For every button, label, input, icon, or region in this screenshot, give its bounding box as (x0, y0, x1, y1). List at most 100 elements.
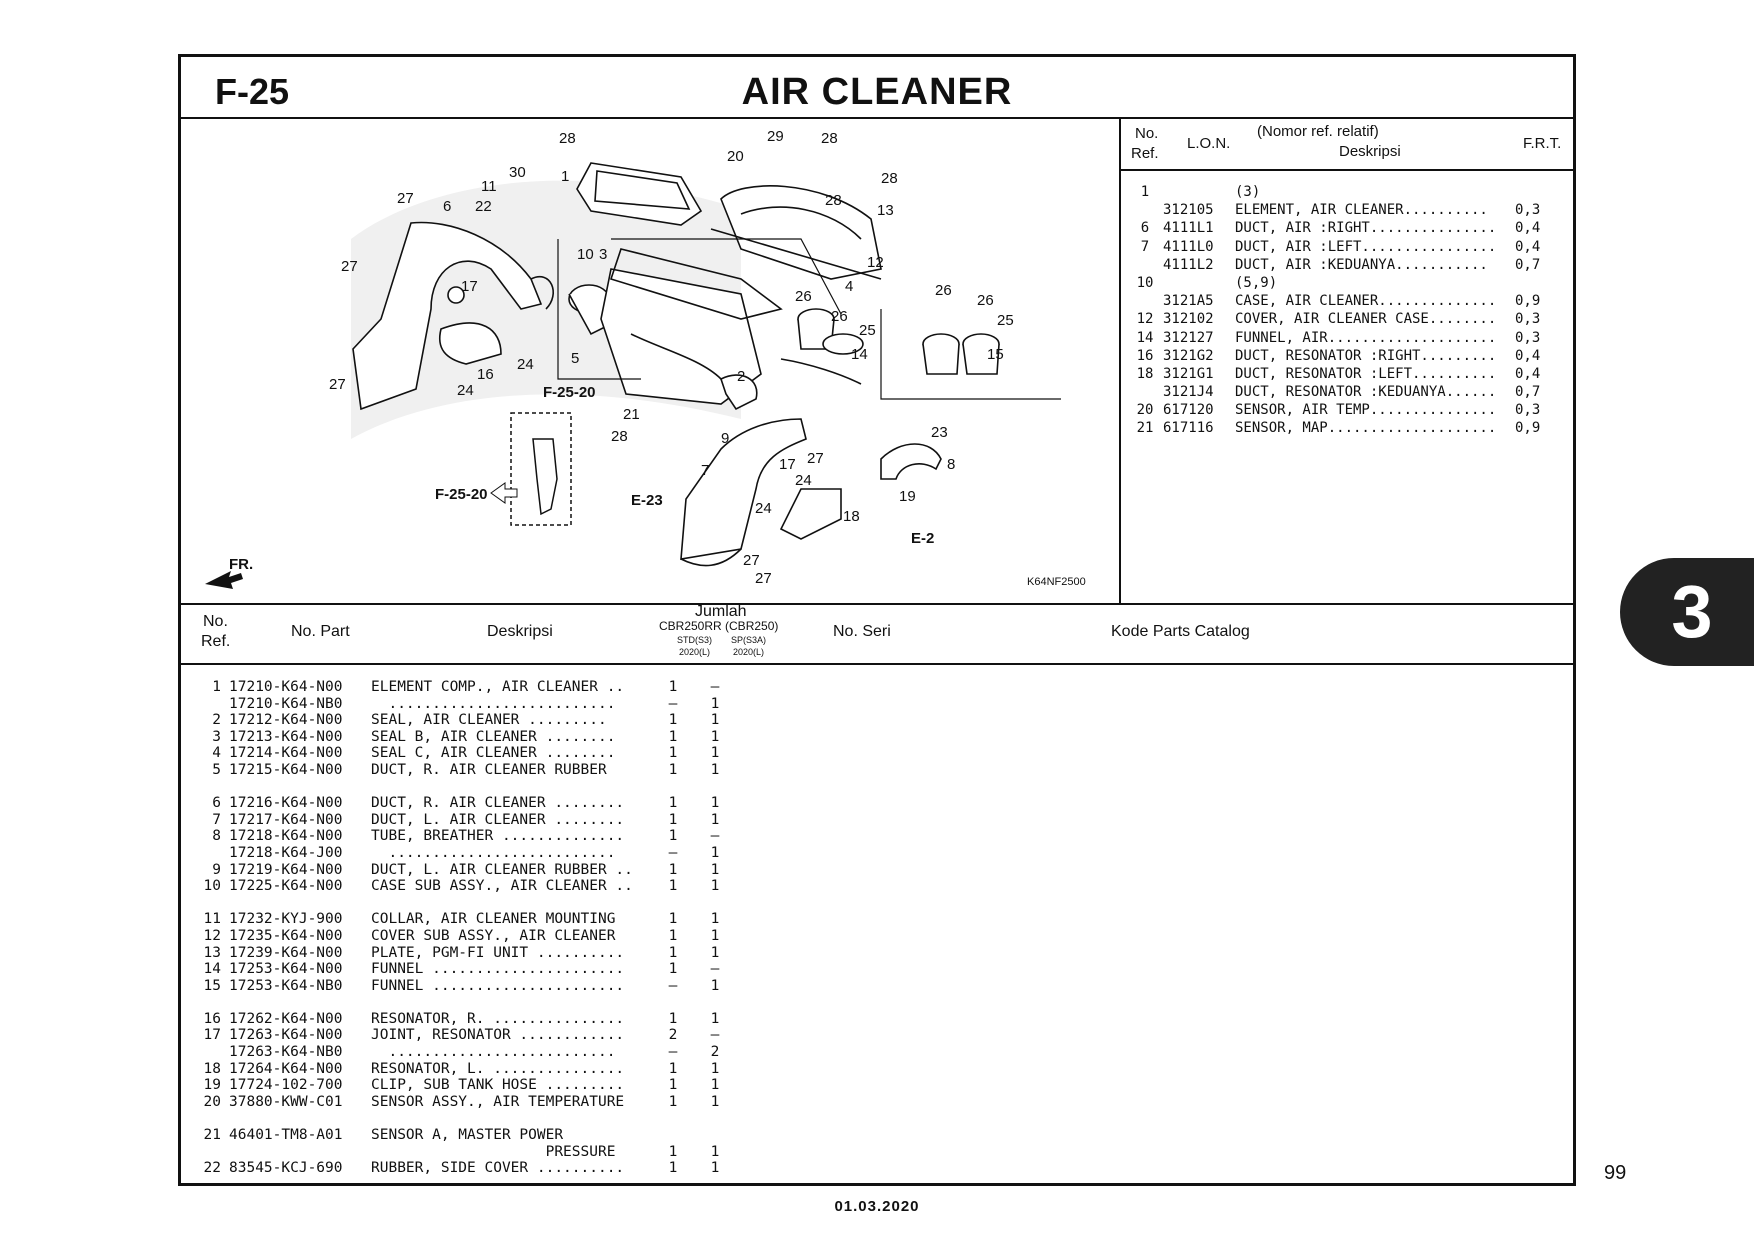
ref-header-deskripsi: Deskripsi (1339, 143, 1401, 160)
parts-cell-std: 1 (668, 828, 678, 845)
parts-cell-std: 1 (668, 944, 678, 961)
callout-5: 5 (571, 350, 579, 367)
parts-cell-sp: 1 (710, 745, 720, 762)
callout-26-b: 26 (831, 308, 848, 325)
callout-27-d: 27 (807, 450, 824, 467)
parts-cell-desc: DUCT, L. AIR CLEANER RUBBER .. (371, 861, 633, 878)
parts-cell-desc: SENSOR A, MASTER POWER (371, 1127, 564, 1144)
callout-14: 14 (851, 346, 868, 363)
parts-cell-part: 17262-K64-N00 (229, 1010, 343, 1027)
ref-row: 1(3) (1127, 183, 1555, 201)
parts-cell-std: – (668, 977, 678, 994)
ref-cell-frt: 0,3 (1515, 402, 1541, 419)
page-frame: F-25 AIR CLEANER (178, 54, 1576, 1186)
callout-10: 10 (577, 246, 594, 263)
parts-cell-std: 1 (668, 1143, 678, 1160)
ref-header-no: No. (1135, 125, 1159, 142)
left-duct-shape (352, 221, 612, 411)
parts-cell-std: 1 (668, 679, 678, 695)
ref-cell-frt: 0,4 (1515, 365, 1541, 382)
ref-table: No. Ref. L.O.N. (Nomor ref. relatif) Des… (1121, 119, 1573, 603)
parts-cell-ref: 9 (212, 861, 221, 878)
ref-cell-lon (1163, 274, 1235, 292)
diagram-code: K64NF2500 (1027, 576, 1086, 588)
callout-28-b: 28 (821, 130, 838, 147)
ref-e-2: E-2 (911, 530, 934, 547)
parts-cell-ref: 22 (203, 1160, 221, 1177)
parts-cell-sp: 2 (710, 1044, 720, 1061)
callout-25-a: 25 (859, 322, 876, 339)
callout-27-f: 27 (755, 570, 772, 587)
parts-cell-desc: ELEMENT COMP., AIR CLEANER .. (371, 679, 625, 695)
ref-cell-frt: 0,4 (1515, 220, 1541, 237)
parts-cell-part: 17253-K64-NB0 (229, 977, 343, 994)
parts-cell-sp: 1 (710, 761, 720, 778)
ref-cell-no: 7 (1140, 238, 1150, 255)
callout-9: 9 (721, 430, 729, 447)
callout-24-b: 24 (457, 382, 474, 399)
callout-7: 7 (701, 462, 709, 479)
parts-cell-sp: 1 (710, 712, 720, 729)
ref-cell-lon (1163, 183, 1235, 201)
callout-26-a: 26 (795, 288, 812, 305)
callout-18: 18 (843, 508, 860, 525)
callout-27-e: 27 (743, 552, 760, 569)
parts-cell-part: 46401-TM8-A01 (229, 1127, 343, 1144)
parts-cell-part: 17239-K64-N00 (229, 944, 343, 961)
callout-26-d: 26 (977, 292, 994, 309)
parts-cell-ref: 3 (212, 728, 221, 745)
parts-cell-part: 37880-KWW-C01 (229, 1093, 343, 1110)
parts-cell-ref: 13 (203, 944, 221, 961)
ref-cell-desc: (3) (1235, 184, 1261, 200)
callout-17: 17 (461, 278, 478, 295)
callout-22: 22 (475, 198, 492, 215)
ref-cell-no (1127, 292, 1163, 310)
parts-cell-sp: 1 (710, 878, 720, 895)
parts-cell-ref (191, 845, 229, 862)
parts-cell-sp: 1 (710, 1143, 720, 1160)
parts-cell-desc: FUNNEL ...................... (371, 961, 625, 978)
parts-cell-desc: JOINT, RESONATOR ............ (371, 1027, 625, 1044)
parts-cell-part: 17263-K64-N00 (229, 1027, 343, 1044)
parts-cell-std: 1 (668, 1160, 678, 1177)
callout-24-a: 24 (517, 356, 534, 373)
callout-28-d: 28 (881, 170, 898, 187)
table-spacer (191, 779, 735, 796)
callout-27-c: 27 (329, 376, 346, 393)
ref-cell-lon: 312102 (1163, 311, 1214, 328)
ref-cell-no: 10 (1136, 274, 1154, 291)
parts-cell-desc: FUNNEL ...................... (371, 977, 625, 994)
ref-cell-frt: 0,9 (1515, 420, 1541, 437)
ref-cell-frt: 0,3 (1515, 329, 1541, 346)
parts-header-no: No. (203, 613, 228, 630)
element-shape (576, 162, 703, 226)
parts-cell-std: 1 (668, 745, 678, 762)
ref-cell-desc: DUCT, AIR :RIGHT............... (1235, 220, 1497, 237)
ref-cell-lon: 3121G2 (1163, 347, 1214, 364)
callout-26-c: 26 (935, 282, 952, 299)
parts-cell-ref: 5 (212, 761, 221, 778)
parts-cell-sp: 1 (710, 1010, 720, 1027)
table-spacer (191, 994, 735, 1011)
table-row: PRESSURE 1 1 (191, 1144, 735, 1161)
parts-cell-desc: PRESSURE (371, 1143, 616, 1160)
parts-cell-std: 1 (668, 761, 678, 778)
parts-cell-desc: DUCT, L. AIR CLEANER ........ (371, 811, 625, 828)
parts-cell-std: 2 (668, 1027, 678, 1044)
parts-cell-desc: .......................... (371, 695, 616, 712)
ref-arrow-icon (490, 482, 518, 504)
parts-cell-ref: 7 (212, 811, 221, 828)
